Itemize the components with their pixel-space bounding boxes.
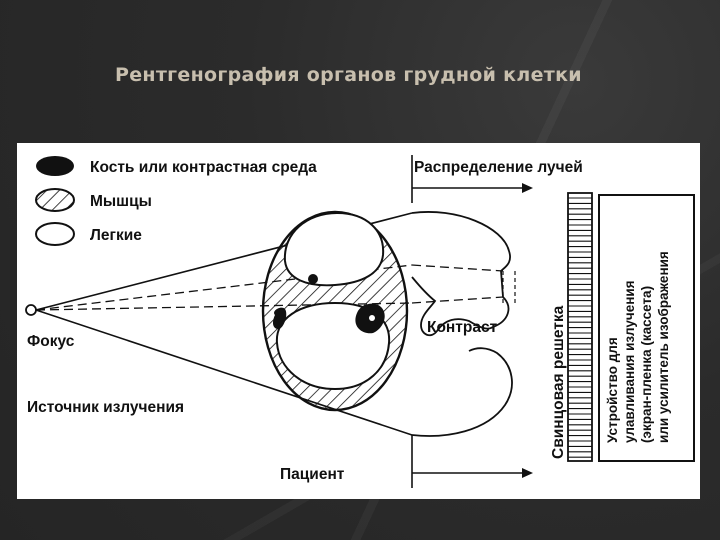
patient-label: Пациент xyxy=(280,466,345,483)
detector-label: Устройство для улавливания излучения (эк… xyxy=(605,251,671,443)
xray-diagram: Кость или контрастная среда Мышцы Легкие… xyxy=(17,143,700,499)
source-label: Источник излучения xyxy=(27,399,184,416)
beam-distribution-label: Распределение лучей xyxy=(414,159,583,176)
lung-swatch-icon xyxy=(35,222,75,246)
detector-box xyxy=(598,194,695,462)
legend-label-muscle: Мышцы xyxy=(90,193,152,210)
arrowhead-icon xyxy=(522,183,533,193)
lead-grid-label: Свинцовая решетка xyxy=(550,305,567,459)
legend-label-bone: Кость или контрастная среда xyxy=(90,159,317,176)
projection-image xyxy=(411,211,516,437)
patient-chest xyxy=(261,210,409,412)
arrowhead-icon xyxy=(522,468,533,478)
detector-label-line-4: или усилитель изображения xyxy=(656,251,671,443)
detector-label-line-2: улавливания излучения xyxy=(622,280,637,443)
contrast-label: Контраст xyxy=(427,319,498,336)
detector-label-line-1: Устройство для xyxy=(605,337,620,443)
detector-label-line-3: (экран-пленка (кассета) xyxy=(639,286,654,443)
xray-diagram-svg: Кость или контрастная среда Мышцы Легкие… xyxy=(25,155,695,488)
muscle-swatch-icon xyxy=(35,188,75,212)
lead-grid-lines xyxy=(568,197,592,458)
legend: Кость или контрастная среда Мышцы Легкие xyxy=(35,156,317,246)
slide-title: Рентгенография органов грудной клетки xyxy=(115,64,582,86)
bone-swatch-icon xyxy=(36,156,74,176)
lead-grid xyxy=(567,192,593,462)
legend-label-lung: Легкие xyxy=(90,227,142,244)
focus-point-icon xyxy=(25,304,37,316)
focus-label: Фокус xyxy=(27,333,75,350)
